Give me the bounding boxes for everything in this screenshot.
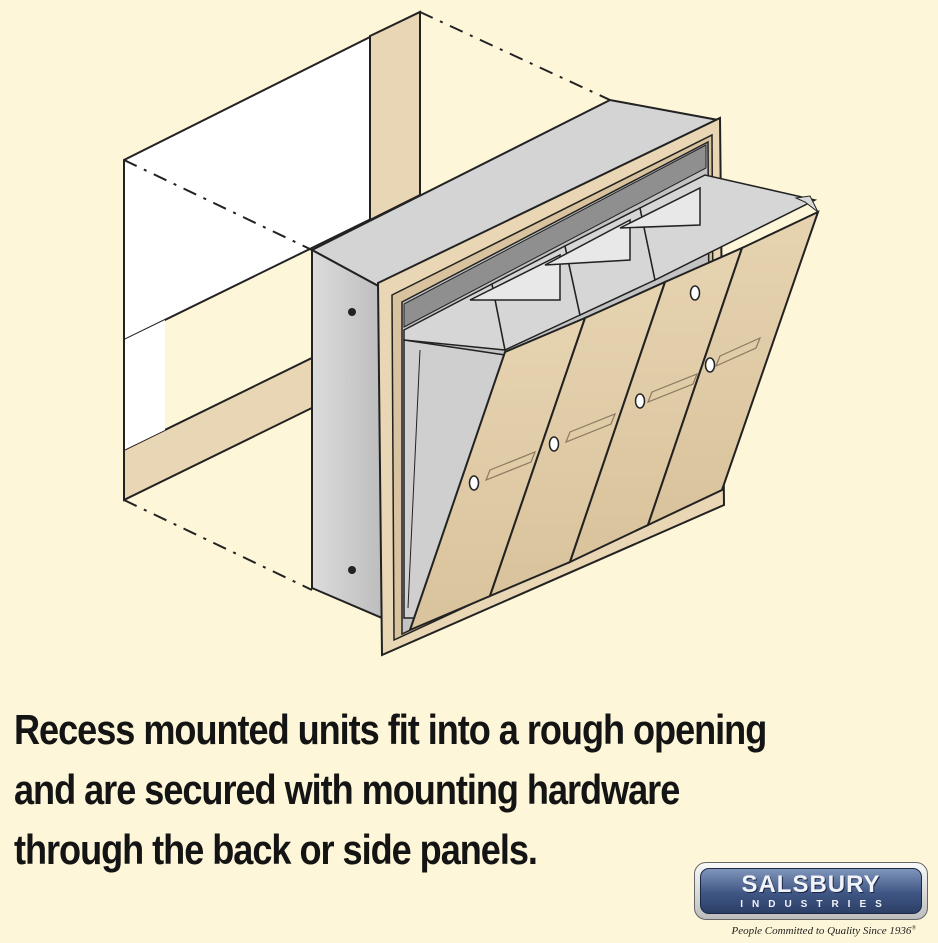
caption-line-3: through the back or side panels. [14, 826, 538, 873]
recess-mailbox-illustration [123, 10, 820, 657]
mounting-hole [348, 308, 356, 316]
caption-text: Recess mounted units fit into a rough op… [14, 700, 788, 880]
caption-line-1: Recess mounted units fit into a rough op… [14, 706, 767, 753]
door-lock-holes [468, 285, 716, 491]
logo-badge: SALSBURY INDUSTRIES [700, 868, 922, 914]
salsbury-logo: SALSBURY INDUSTRIES [694, 862, 928, 920]
dashed-projection-lines [123, 11, 611, 591]
compartments [403, 174, 818, 352]
tagline-text: People Committed to Quality Since 1936 [731, 925, 912, 937]
mailbox-doors [408, 195, 820, 632]
logo-subtitle: INDUSTRIES [740, 899, 891, 910]
caption-line-2: and are secured with mounting hardware [14, 766, 680, 813]
mounting-hole [348, 566, 356, 574]
logo-tagline: People Committed to Quality Since 1936® [732, 925, 917, 937]
registered-mark: ® [911, 925, 916, 932]
name-card-slots [484, 336, 762, 482]
logo-name: SALSBURY [741, 871, 881, 898]
mailbox-unit [309, 98, 820, 657]
